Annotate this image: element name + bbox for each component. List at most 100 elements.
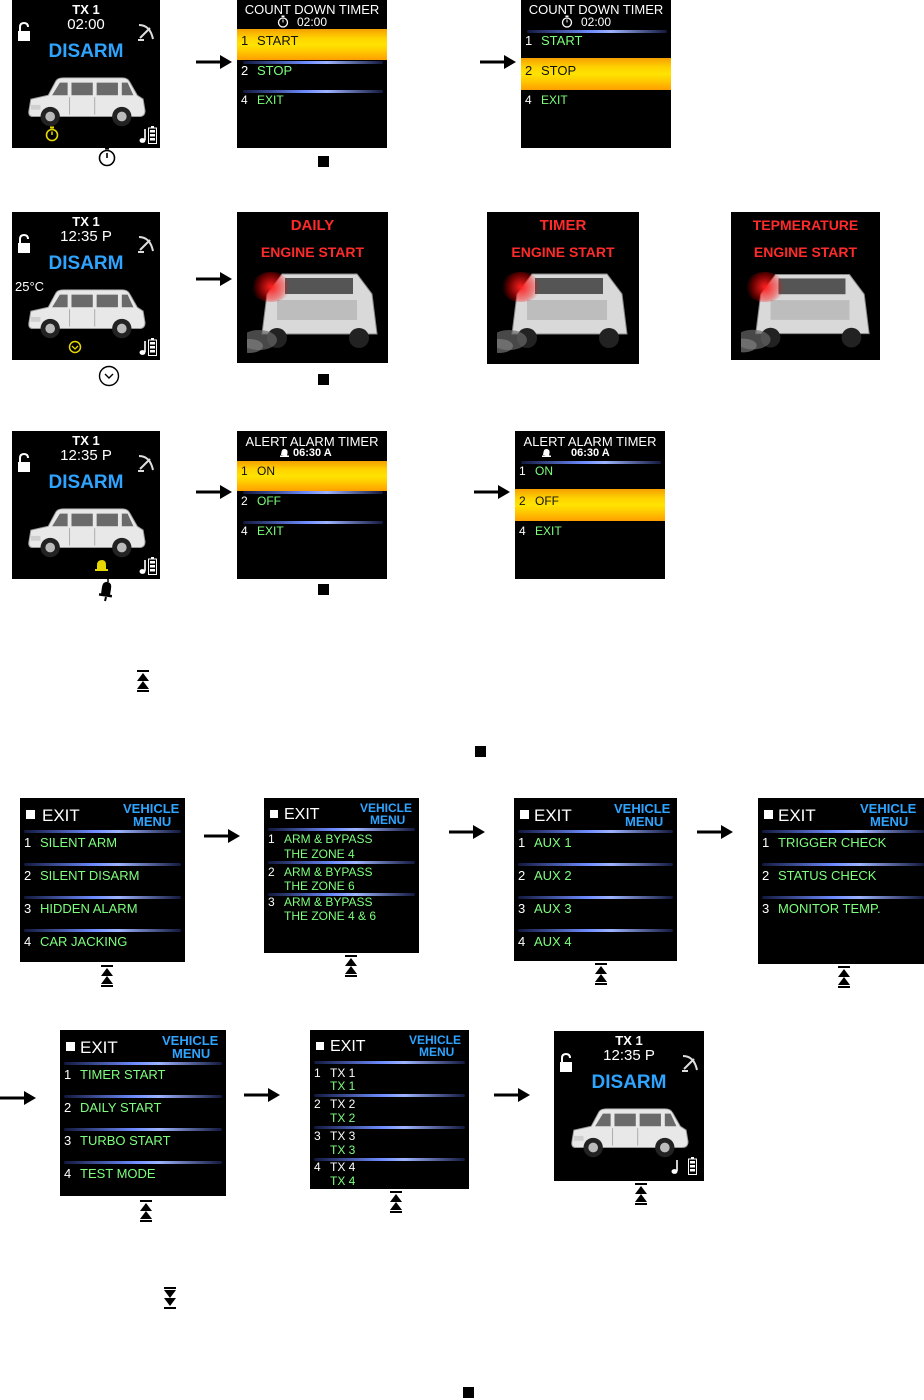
menu-item-start[interactable]: START (541, 33, 583, 48)
menu-num: 4 (518, 934, 526, 949)
menu-item[interactable]: TIMER START (80, 1067, 166, 1082)
menu-item[interactable]: AUX 3 (534, 901, 572, 916)
menu-num: 4 (64, 1166, 72, 1181)
menu-item[interactable]: TRIGGER CHECK (778, 835, 887, 850)
engine-mode-label: TEPMERATURE (752, 217, 859, 233)
music-note-icon (139, 560, 146, 574)
status-screen-countdown: TX 1 02:00 DISARM (12, 0, 160, 148)
menu-item[interactable]: TX 2 (330, 1097, 356, 1111)
menu-num: 2 (519, 494, 526, 508)
disarm-label: DISARM (48, 41, 124, 62)
vehicle-menu-title: MENU (133, 814, 172, 829)
menu-item[interactable]: TX 1 (330, 1066, 356, 1080)
menu-num: 1 (268, 832, 275, 846)
menu-item-exit[interactable]: EXIT (257, 93, 284, 107)
menu-item[interactable]: ARM & BYPASS (284, 832, 373, 846)
menu-item[interactable]: CAR JACKING (40, 934, 128, 949)
menu-item-exit[interactable]: EXIT (257, 524, 284, 538)
menu-item[interactable]: AUX 1 (534, 835, 572, 850)
exit-label[interactable]: EXIT (534, 806, 572, 825)
vehicle-menu-title: MENU (370, 813, 406, 827)
menu-item-exit[interactable]: EXIT (541, 93, 568, 107)
vehicle-menu-title: MENU (870, 814, 909, 829)
menu-item-exit[interactable]: EXIT (535, 524, 562, 538)
menu-separator (762, 830, 924, 833)
time-label: 12:35 P (60, 447, 112, 464)
menu-highlight (237, 461, 387, 491)
engine-start-timer-screen: TIMER ENGINE START (487, 212, 639, 364)
car-icon (564, 1103, 694, 1163)
menu-item[interactable]: ARM & BYPASS (284, 865, 373, 879)
menu-separator (314, 1061, 465, 1064)
menu-item[interactable]: TX 4 (330, 1160, 356, 1174)
engine-start-label: ENGINE START (260, 244, 365, 260)
vehicle-menu-title: MENU (419, 1045, 455, 1059)
menu-item[interactable]: SILENT DISARM (40, 868, 140, 883)
menu-item[interactable]: SILENT ARM (40, 835, 118, 850)
exit-label[interactable]: EXIT (330, 1038, 366, 1055)
menu-time: 06:30 A (293, 447, 332, 459)
menu-item[interactable]: ARM & BYPASS (284, 895, 373, 909)
menu-item-on[interactable]: ON (535, 464, 553, 478)
menu-num: 2 (525, 63, 533, 78)
menu-item[interactable]: TX 3 (330, 1129, 356, 1143)
menu-item-sub: THE ZONE 4 & 6 (284, 909, 377, 923)
music-note-icon (139, 341, 146, 355)
vehicle-menu-title: MENU (625, 814, 664, 829)
engine-start-daily-screen: DAILY ENGINE START (237, 212, 388, 363)
menu-item[interactable]: DAILY START (80, 1100, 162, 1115)
square-icon (764, 810, 773, 819)
menu-separator (762, 863, 924, 866)
menu-num: 1 (519, 464, 526, 478)
menu-num: 3 (762, 901, 770, 916)
menu-item-stop[interactable]: STOP (541, 63, 577, 78)
alert-menu-on: ALERT ALARM TIMER 06:30 A 1 ON 2 OFF 4 E… (237, 431, 387, 579)
menu-item[interactable]: TURBO START (80, 1133, 171, 1148)
menu-item[interactable]: HIDDEN ALARM (40, 901, 138, 916)
menu-item-sub: TX 2 (330, 1111, 356, 1125)
menu-item[interactable]: MONITOR TEMP. (778, 901, 881, 916)
menu-item[interactable]: AUX 4 (534, 934, 572, 949)
vehicle-menu-title: VEHICLE (409, 1033, 462, 1047)
double-up-icon (838, 966, 850, 988)
menu-item-off[interactable]: OFF (257, 494, 281, 508)
vehicle-menu-title: MENU (172, 1046, 211, 1061)
exit-label[interactable]: EXIT (284, 806, 320, 823)
menu-highlight (521, 58, 671, 90)
menu-item-start[interactable]: START (257, 33, 299, 48)
status-screen-final: TX 1 12:35 P DISARM (554, 1031, 704, 1181)
menu-num: 1 (525, 33, 533, 48)
bell-icon (280, 448, 289, 457)
square-icon (463, 1387, 474, 1398)
status-screen-clock: TX 1 12:35 P DISARM 25°C (12, 212, 160, 360)
menu-num: 4 (241, 524, 248, 538)
time-label: 02:00 (67, 16, 105, 33)
menu-item-off[interactable]: OFF (535, 494, 559, 508)
menu-num: 4 (525, 93, 532, 107)
menu-separator (268, 861, 415, 864)
menu-item[interactable]: AUX 2 (534, 868, 572, 883)
exit-label[interactable]: EXIT (778, 806, 816, 825)
music-note-icon (139, 129, 146, 143)
menu-separator (527, 30, 667, 33)
double-up-icon (595, 963, 607, 985)
double-up-icon (635, 1183, 647, 1205)
vehicle-menu-5: EXIT VEHICLE MENU 1 TIMER START 2 DAILY … (60, 1030, 226, 1196)
menu-item[interactable]: TEST MODE (80, 1166, 156, 1181)
arrow-right-icon (480, 55, 516, 69)
exit-label[interactable]: EXIT (42, 806, 80, 825)
menu-item-sub: TX 1 (330, 1079, 356, 1093)
stopwatch-icon (98, 146, 116, 167)
stopwatch-icon (45, 126, 59, 142)
car-icon (22, 503, 150, 563)
brake-light-glow (501, 272, 541, 302)
menu-item-stop[interactable]: STOP (257, 63, 293, 78)
tx-label: TX 1 (72, 433, 100, 448)
lock-icon (560, 1053, 572, 1072)
menu-item[interactable]: STATUS CHECK (778, 868, 877, 883)
antenna-icon (682, 1055, 698, 1072)
exit-label[interactable]: EXIT (80, 1038, 118, 1057)
disarm-label: DISARM (591, 1072, 667, 1093)
battery-icon (688, 1157, 697, 1175)
menu-item-on[interactable]: ON (257, 464, 275, 478)
